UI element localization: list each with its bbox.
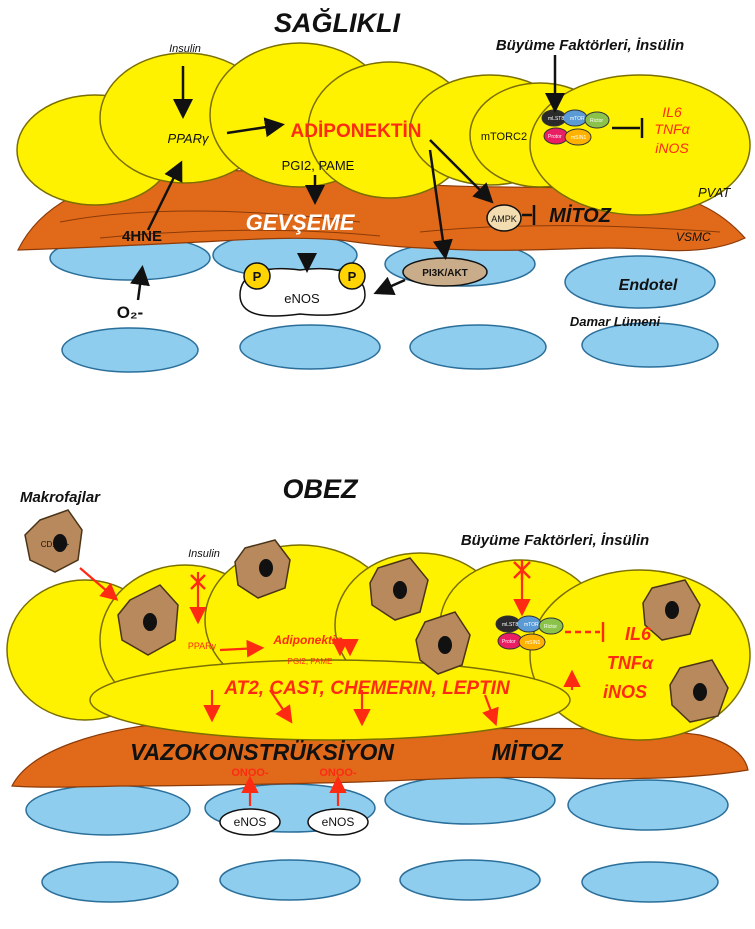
obese-pgi2: PGI2, PAME [288,657,333,666]
healthy-adiponectin: ADİPONEKTİN [291,121,422,142]
healthy-ppar: PPARγ [168,131,210,146]
phospho-left: P [253,269,262,284]
complex-mtor: mTOR [570,116,585,122]
complex-mlst8: mLST8 [548,116,564,122]
obese-insulin: Insulin [188,548,220,560]
ampk-label: AMPK [491,214,517,224]
obese-complex-protor: Protor [502,639,516,645]
macrophages-label: Makrofajlar [20,489,101,506]
pi3k-akt-label: PI3K/AKT [422,268,468,279]
obese-enos-left: eNOS [234,815,267,829]
obese-complex-mtor: mTOR [524,622,539,628]
vsmc-label: VSMC [676,230,711,244]
obese-inos: iNOS [603,682,647,702]
healthy-growth-factors: Büyüme Faktörleri, İnsülin [496,37,684,54]
healthy-il6: IL6 [662,104,682,120]
obese-complex-msin1: mSIN1 [525,640,541,646]
obese-growth-factors: Büyüme Faktörleri, İnsülin [461,532,649,549]
obese-vasoconstriction: VAZOKONSTRÜKSİYON [130,739,394,765]
healthy-panel: mLST8 mTOR Rictor Protor mSIN1 [17,7,750,372]
obese-complex-rictor: Rictor [544,624,557,630]
obese-title: OBEZ [282,474,359,504]
healthy-tnf: TNFα [654,121,690,137]
healthy-enos: eNOS [284,291,320,306]
healthy-pgi2: PGI2, PAME [282,158,355,173]
lumen-endothelial-cells [62,323,718,372]
onoo-right: ONOO- [319,767,357,779]
mtorc2-label: mTORC2 [481,131,527,143]
onoo-left: ONOO- [231,767,269,779]
obese-lumen-cells [42,860,718,902]
complex-rictor: Rictor [590,118,603,124]
healthy-mitosis: MİTOZ [549,204,612,227]
pvat-label: PVAT [698,185,731,200]
obese-mitosis: MİTOZ [491,739,563,765]
lumen-label: Damar Lümeni [570,314,661,329]
phospho-right: P [348,269,357,284]
obese-mediators: AT2, CAST, CHEMERIN, LEPTIN [223,678,511,699]
healthy-inos: iNOS [655,140,689,156]
obese-complex-mlst8: mLST8 [502,622,518,628]
healthy-title: SAĞLIKLI [274,7,400,38]
obese-adiponectin: Adiponektin [272,633,342,647]
obese-il6: IL6 [625,624,652,644]
healthy-o2: O₂- [117,303,143,322]
obese-tnf: TNFα [607,653,654,673]
obese-enos-right: eNOS [322,815,355,829]
complex-msin1: mSIN1 [571,135,587,141]
obese-ppar: PPARγ [188,641,217,651]
healthy-insulin: Insulin [169,43,201,55]
cd11c-label: CD11c+ [41,540,70,549]
healthy-relaxation: GEVŞEME [246,210,356,235]
complex-protor: Protor [548,134,562,140]
healthy-4hne: 4HNE [122,228,162,245]
obese-panel: mLST8 mTOR Rictor Protor mSIN1 [7,474,750,902]
endotel-label: Endotel [619,277,678,294]
